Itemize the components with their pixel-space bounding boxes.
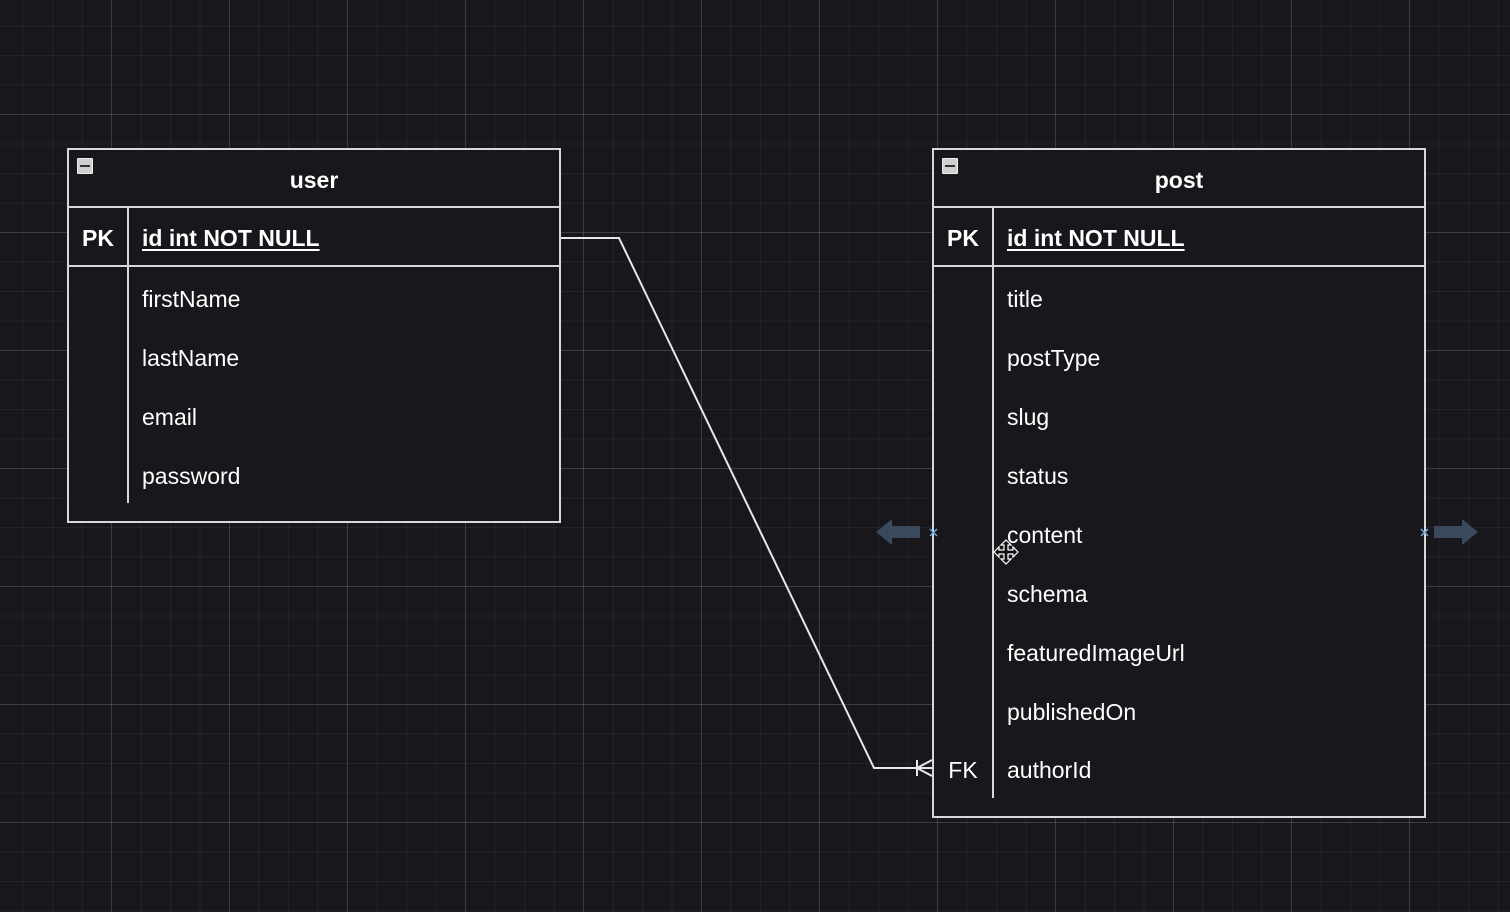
field-row[interactable]: lastName xyxy=(69,328,559,387)
field-name: authorId xyxy=(1007,757,1092,783)
key-label xyxy=(69,269,127,328)
column-divider xyxy=(992,208,994,267)
field-name: postType xyxy=(1007,345,1101,371)
entity-user[interactable]: user PK id int NOT NULL firstName lastNa… xyxy=(67,148,561,523)
column-divider xyxy=(127,208,129,267)
key-label xyxy=(934,682,992,741)
field-name: lastName xyxy=(142,345,240,371)
entity-post[interactable]: post PK id int NOT NULL title postType s… xyxy=(932,148,1426,818)
field-name: title xyxy=(1007,286,1043,312)
field-name: firstName xyxy=(142,286,241,312)
column-divider xyxy=(127,267,129,503)
collapse-icon[interactable] xyxy=(942,158,958,174)
key-label xyxy=(934,623,992,682)
key-label xyxy=(69,328,127,387)
field-row[interactable]: title xyxy=(934,269,1424,328)
key-label: FK xyxy=(948,757,978,783)
field-name: id int NOT NULL xyxy=(1007,225,1185,251)
arrow-icon[interactable] xyxy=(1434,519,1478,545)
entity-title: user xyxy=(289,167,339,193)
field-row[interactable]: postType xyxy=(934,328,1424,387)
field-row[interactable]: content xyxy=(934,505,1424,564)
field-name: schema xyxy=(1007,581,1088,607)
field-name: password xyxy=(142,463,241,489)
key-label xyxy=(69,387,127,446)
field-name: status xyxy=(1007,463,1069,489)
move-cursor-icon xyxy=(993,539,1019,565)
field-row[interactable]: slug xyxy=(934,387,1424,446)
field-name: email xyxy=(142,404,197,430)
key-label xyxy=(934,446,992,505)
relationship-connector[interactable] xyxy=(561,237,932,769)
primary-key-row[interactable]: PK id int NOT NULL xyxy=(934,208,1424,267)
field-row[interactable]: firstName xyxy=(69,269,559,328)
field-row[interactable]: email xyxy=(69,387,559,446)
primary-key-row[interactable]: PK id int NOT NULL xyxy=(69,208,559,267)
field-row[interactable]: schema xyxy=(934,564,1424,623)
field-row[interactable]: password xyxy=(69,446,559,505)
key-label xyxy=(934,505,992,564)
field-row[interactable]: status xyxy=(934,446,1424,505)
key-label xyxy=(69,446,127,505)
field-name: content xyxy=(1007,522,1083,548)
key-label xyxy=(934,328,992,387)
field-row[interactable]: featuredImageUrl xyxy=(934,623,1424,682)
key-label xyxy=(934,564,992,623)
field-name: publishedOn xyxy=(1007,699,1137,725)
entity-header[interactable]: user xyxy=(69,150,559,208)
entity-header[interactable]: post xyxy=(934,150,1424,208)
field-name: featuredImageUrl xyxy=(1007,640,1185,666)
crows-foot-many-icon xyxy=(916,759,933,777)
key-label xyxy=(934,387,992,446)
field-row[interactable]: FK authorId xyxy=(934,740,1424,799)
key-label: PK xyxy=(947,225,979,251)
arrow-icon[interactable] xyxy=(876,519,920,545)
key-label xyxy=(934,269,992,328)
column-divider xyxy=(992,267,994,798)
collapse-icon[interactable] xyxy=(77,158,93,174)
entity-title: post xyxy=(1154,167,1204,193)
field-name: id int NOT NULL xyxy=(142,225,320,251)
key-label: PK xyxy=(82,225,114,251)
field-name: slug xyxy=(1007,404,1050,430)
field-row[interactable]: publishedOn xyxy=(934,682,1424,741)
